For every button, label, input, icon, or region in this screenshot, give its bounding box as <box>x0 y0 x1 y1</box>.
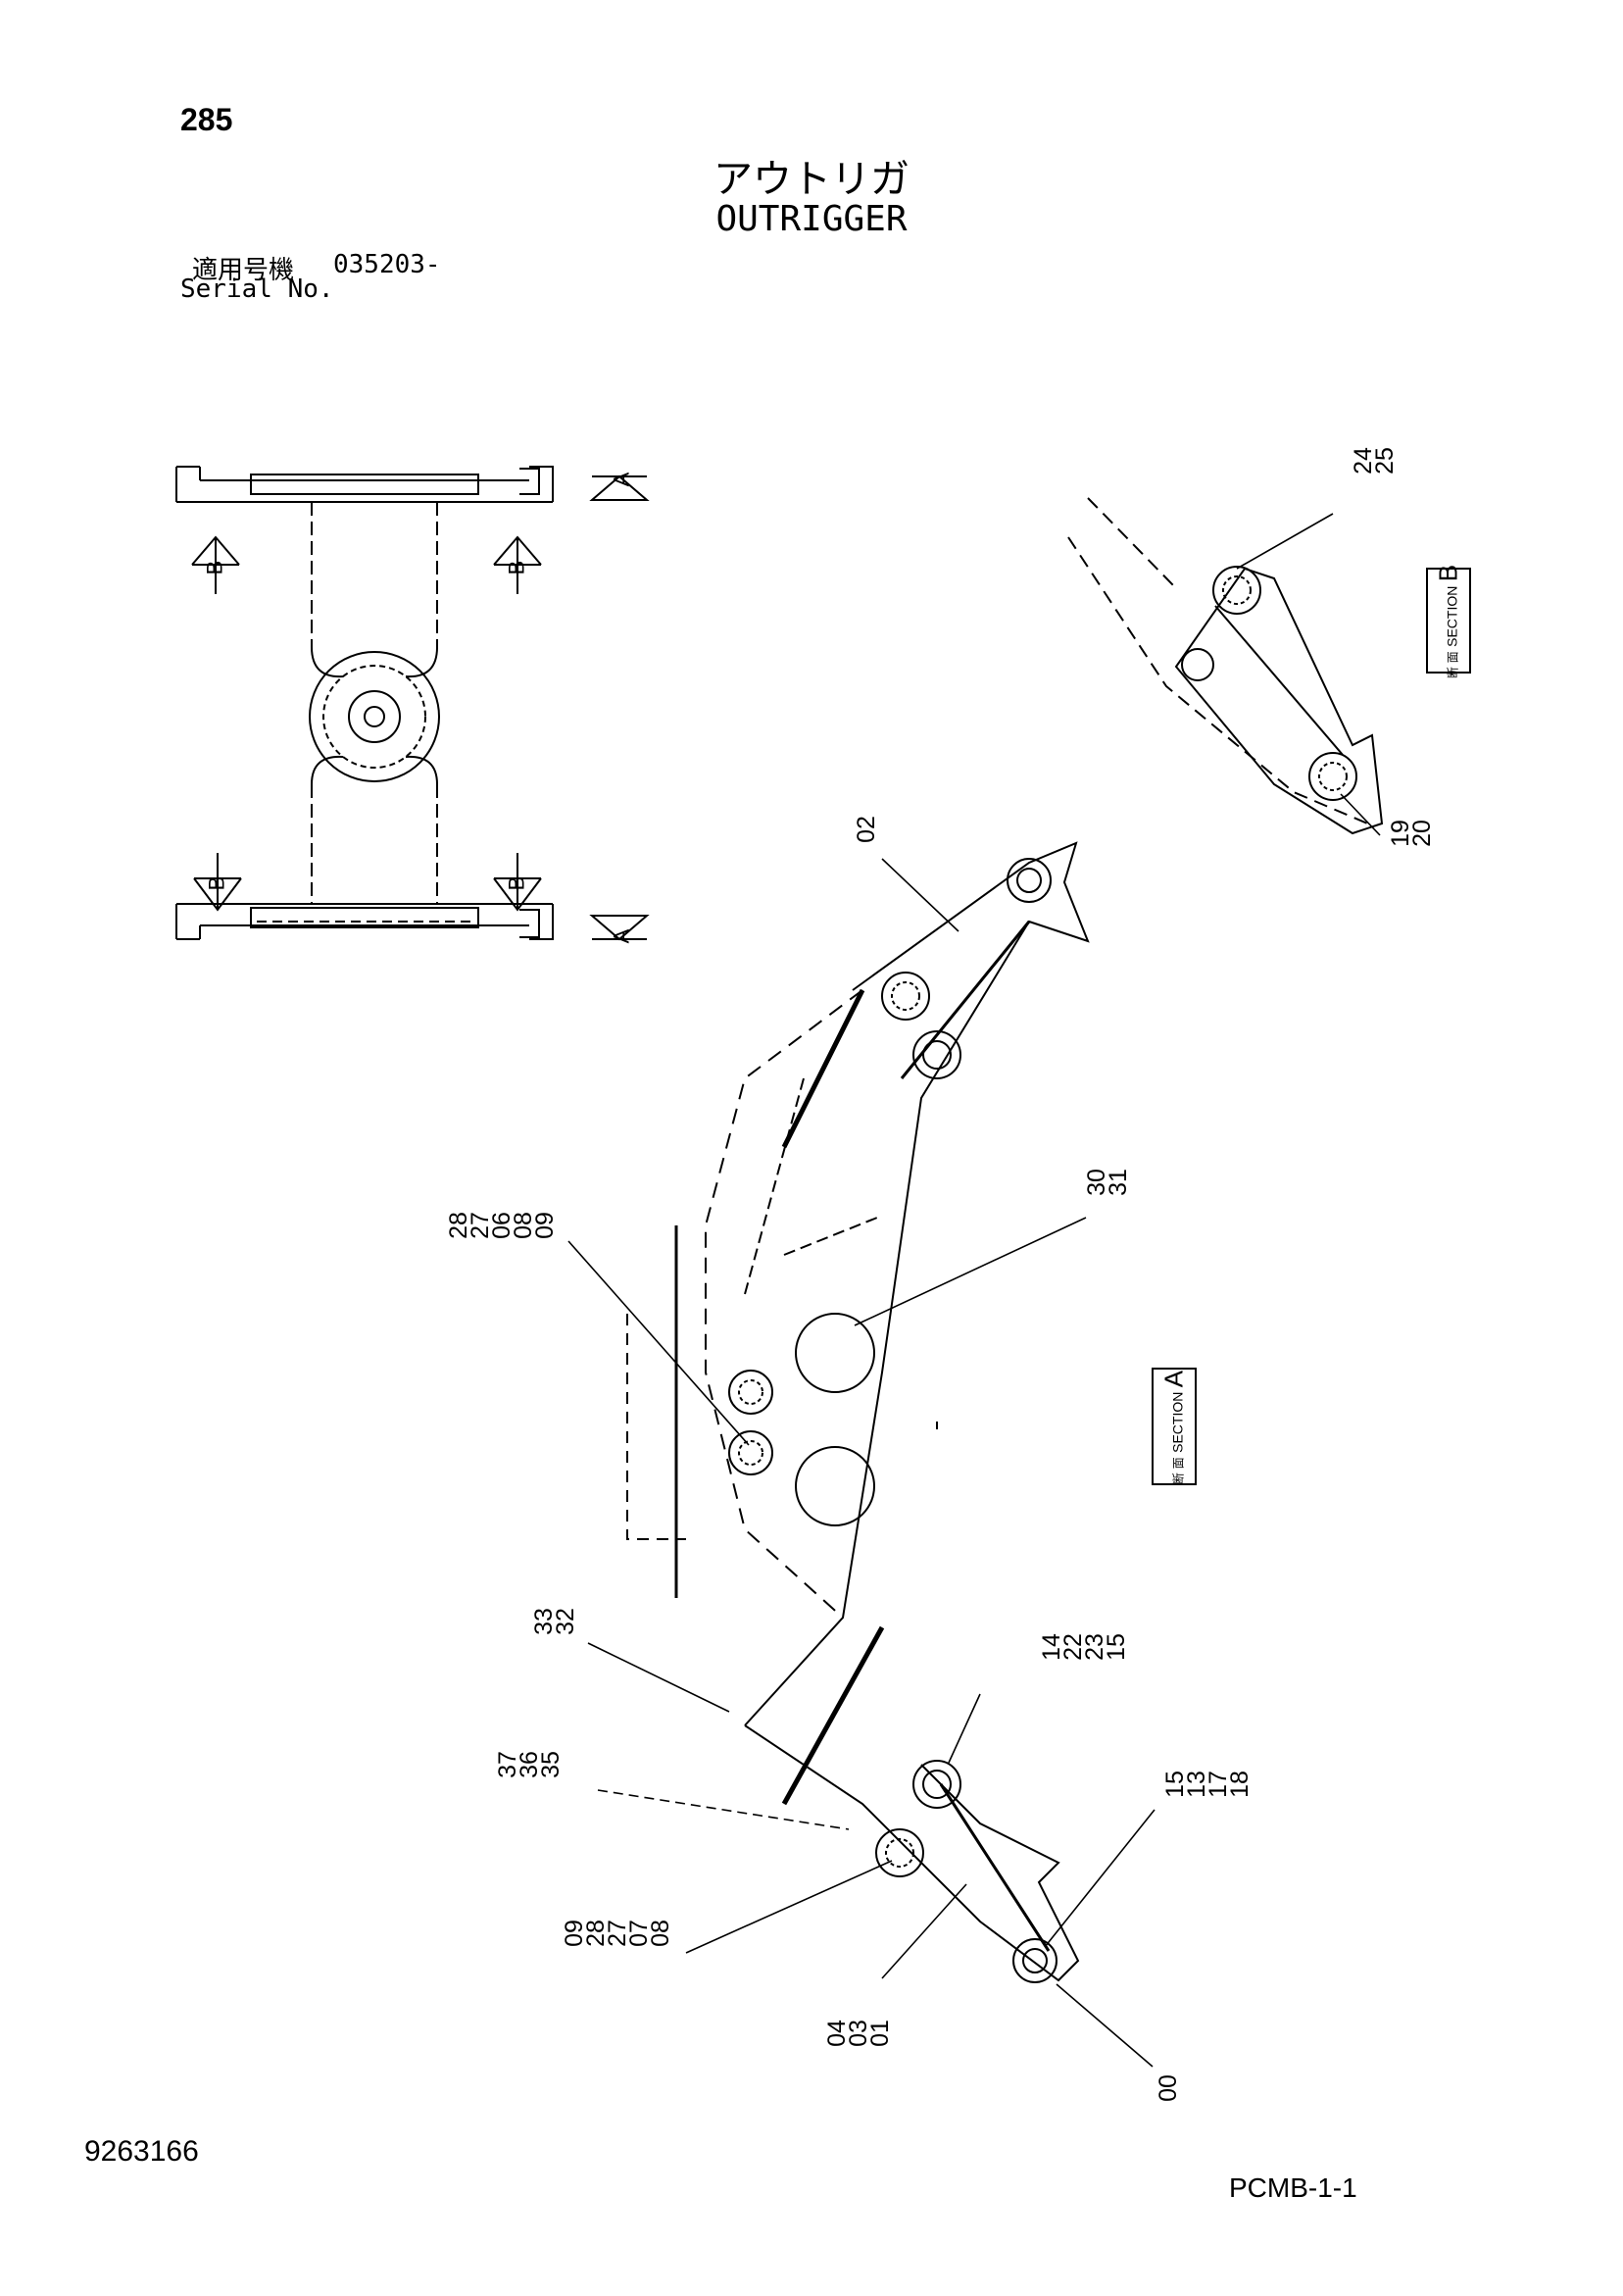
callout-number: 18 <box>1226 1771 1254 1798</box>
section-a-jp: 断 面 <box>1171 1457 1186 1485</box>
section-b-label: 断 面 SECTION B <box>1434 565 1464 678</box>
title-english: OUTRIGGER <box>715 199 908 239</box>
callout-c-02: 02 <box>853 816 880 843</box>
section-b-en: SECTION <box>1444 585 1460 647</box>
section-b-detail <box>1067 497 1471 835</box>
view-marker-b-left-top: B <box>202 560 227 575</box>
section-a-main-view <box>626 841 1197 1983</box>
serial-number: 035203- <box>333 250 441 279</box>
section-a-en: SECTION <box>1169 1391 1186 1453</box>
callout-number: 02 <box>853 816 880 843</box>
callout-number: 32 <box>552 1608 579 1635</box>
view-marker-b-right-bottom: B <box>504 875 529 891</box>
title-japanese: アウトリガ <box>713 157 910 202</box>
callout-number: 25 <box>1371 447 1399 474</box>
callout-number: 20 <box>1408 820 1436 847</box>
view-marker-a-bottom: A <box>609 928 634 944</box>
section-b-jp: 断 面 <box>1446 651 1460 679</box>
section-a-letter: A <box>1158 1370 1189 1388</box>
leader-lines <box>567 513 1381 2068</box>
page-code: PCMB-1-1 <box>1229 2172 1357 2203</box>
section-b-letter: B <box>1433 564 1463 582</box>
callout-number: 31 <box>1105 1169 1132 1196</box>
view-marker-b-left-bottom: B <box>204 875 229 891</box>
document-number: 9263166 <box>84 2135 199 2168</box>
callout-number: 08 <box>647 1920 674 1947</box>
serial-label-japanese: 適用号機 <box>192 256 295 285</box>
callout-number: 15 <box>1103 1633 1130 1661</box>
view-marker-a-top: A <box>609 472 634 487</box>
callout-c-00: 00 <box>1155 2074 1182 2102</box>
callout-number: 35 <box>537 1751 565 1778</box>
serial-label-english: Serial No. <box>180 275 334 304</box>
section-a-label: 断 面 SECTION A <box>1159 1371 1190 1484</box>
callout-number: 09 <box>531 1212 559 1239</box>
page-number: 285 <box>180 102 233 137</box>
callout-number: 00 <box>1155 2074 1182 2102</box>
callout-number: 01 <box>866 2020 894 2047</box>
plan-view <box>175 466 650 941</box>
view-marker-b-right-top: B <box>504 560 529 575</box>
